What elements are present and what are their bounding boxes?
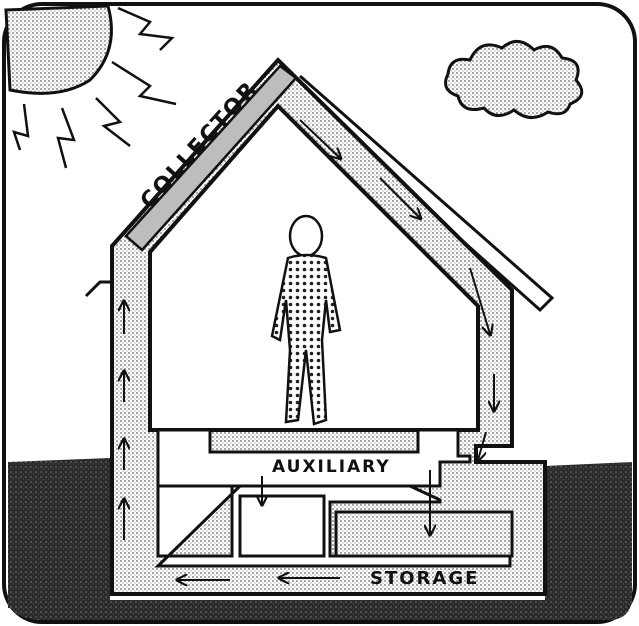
auxiliary-label: AUXILIARY — [272, 457, 391, 477]
ground-under-house — [8, 600, 545, 620]
rock-storage — [336, 512, 512, 556]
auxiliary-duct — [240, 496, 324, 556]
storage-label: STORAGE — [370, 568, 479, 589]
